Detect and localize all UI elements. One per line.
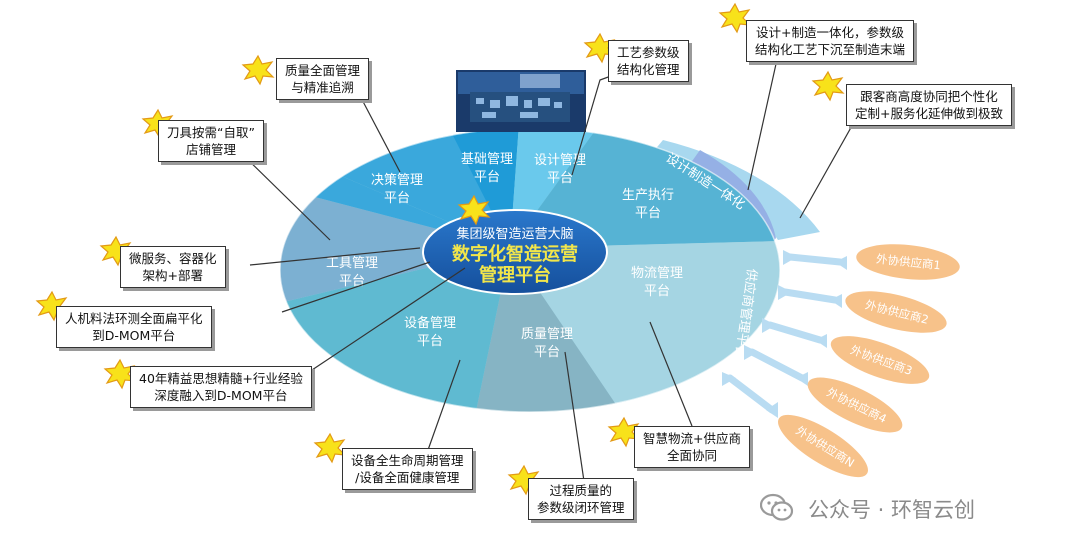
supplier-1	[856, 244, 960, 280]
starburst-icon	[607, 416, 641, 448]
label-design-2: 平台	[547, 171, 573, 186]
starburst-icon	[457, 194, 491, 226]
callout-design-mfg: 设计+制造一体化，参数级结构化工艺下沉至制造末端	[746, 20, 915, 62]
callout-lean: 40年精益思想精髓+行业经验深度融入到D-MOM平台	[130, 366, 312, 408]
hub-title-1: 数字化智造运营	[452, 243, 578, 265]
hub-title-2: 管理平台	[479, 264, 551, 286]
starburst-icon	[313, 432, 347, 464]
sector-tool	[280, 180, 510, 310]
callout-microservice: 微服务、容器化架构+部署	[120, 246, 226, 288]
label-decision-1: 决策管理	[371, 172, 423, 188]
leader-equip-life	[427, 359, 461, 451]
leader-process-quality	[564, 351, 586, 489]
supplier-3	[830, 336, 930, 384]
factory-image	[456, 70, 586, 132]
starburst-icon	[811, 70, 845, 102]
callout-tool-shop: 刀具按需“自取”店铺管理	[158, 120, 264, 162]
label-decision-2: 平台	[384, 191, 410, 206]
callout-process-quality: 过程质量的参数级闭环管理	[528, 478, 634, 520]
starbursts	[35, 2, 845, 496]
arrow-supplier-5	[726, 374, 776, 414]
label-base-2: 平台	[474, 170, 500, 185]
callout-smart-logistics: 智慧物流+供应商全面协同	[634, 426, 750, 468]
leader-quality-trace	[357, 91, 401, 173]
label-tool-2: 平台	[339, 274, 365, 289]
label-tool-1: 工具管理	[326, 256, 378, 271]
leader-microservice	[249, 247, 421, 266]
arrow-supplier-4	[748, 348, 806, 382]
leader-smart-logistics	[649, 321, 693, 427]
leader-design-mfg	[747, 54, 779, 191]
label-equip-1: 设备管理	[404, 315, 456, 331]
starburst-icon	[35, 290, 69, 322]
callout-equip-life: 设备全生命周期管理/设备全面健康管理	[342, 448, 473, 490]
callout-quality-trace: 质量全面管理与精准追溯	[276, 58, 370, 100]
hub	[422, 209, 608, 295]
label-quality-1: 质量管理	[521, 327, 573, 342]
callout-process-param: 工艺参数级结构化管理	[608, 40, 689, 82]
label-equip-2: 平台	[417, 334, 443, 349]
label-logistics-1: 物流管理	[631, 266, 683, 281]
leader-customer-collab	[799, 107, 863, 219]
supplier-label-1: 外协供应商1	[875, 252, 941, 273]
label-quality-2: 平台	[534, 345, 560, 360]
callout-customer-collab: 跟客商高度协同把个性化定制+服务化延伸做到极致	[846, 84, 1012, 126]
starburst-icon	[99, 235, 133, 267]
supplier-4	[807, 377, 903, 433]
sector-quality	[470, 248, 640, 412]
label-base-1: 基础管理	[461, 152, 513, 167]
starburst-icon	[507, 464, 541, 496]
label-production-2: 平台	[635, 206, 661, 221]
leader-flatten	[281, 261, 431, 313]
label-design-1: 设计管理	[534, 153, 586, 168]
watermark-text: 公众号 · 环智云创	[808, 498, 976, 522]
label-production-1: 生产执行	[622, 188, 674, 203]
leader-lean	[299, 267, 466, 379]
arrow-supplier-3	[766, 321, 824, 344]
arrow-supplier-1	[786, 253, 844, 266]
arrow-supplier-2	[781, 288, 839, 304]
wechat-icon	[760, 493, 794, 521]
supplier-2	[845, 291, 947, 333]
supplier-n	[777, 414, 869, 478]
starburst-icon	[241, 54, 275, 86]
callout-flatten: 人机料法环测全面扁平化到D-MOM平台	[56, 306, 212, 348]
leader-tool-shop	[239, 151, 331, 241]
label-logistics-2: 平台	[644, 284, 670, 299]
starburst-icon	[718, 2, 752, 34]
hub-subtitle: 集团级智造运营大脑	[456, 226, 573, 242]
